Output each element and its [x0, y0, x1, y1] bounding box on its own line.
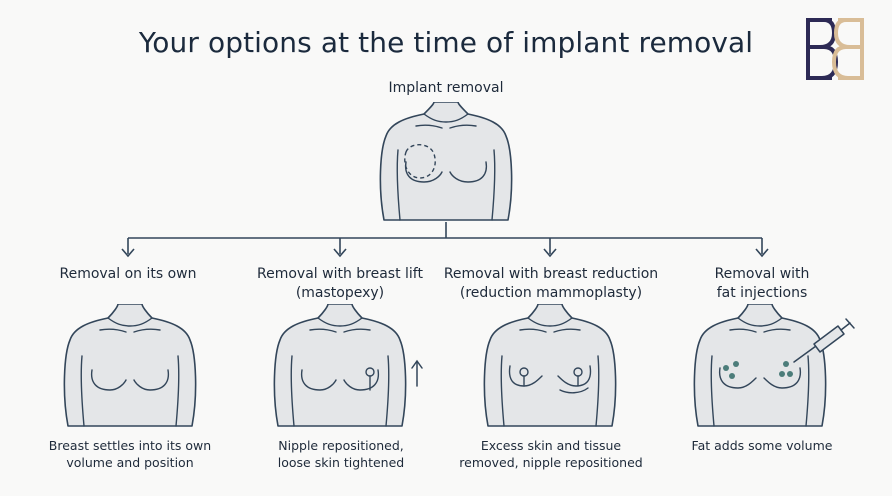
option-title-breast-lift: Removal with breast lift (mastopexy) [257, 266, 423, 301]
syringe-icon [793, 318, 855, 363]
option-caption-breast-lift: Nipple repositioned, loose skin tightene… [277, 438, 405, 470]
option-title-removal-alone: Removal on its own [59, 266, 197, 282]
brand-logo [806, 18, 864, 80]
torso-fat-injections [693, 304, 827, 427]
arrow-up-icon [411, 359, 423, 387]
option-caption-breast-reduction: Excess skin and tissue removed, nipple r… [459, 438, 643, 470]
torso-implant-removal [379, 102, 513, 221]
torso-breast-reduction [483, 304, 617, 427]
option-caption-fat-injections: Fat adds some volume [691, 438, 833, 453]
implant-outline-icon [404, 144, 436, 179]
option-title-fat-injections: Removal with fat injections [714, 266, 810, 301]
top-node-label: Implant removal [388, 80, 504, 96]
page-title: Your options at the time of implant remo… [138, 26, 754, 59]
option-title-breast-reduction: Removal with breast reduction (reduction… [443, 266, 659, 301]
option-caption-removal-alone: Breast settles into its own volume and p… [48, 438, 212, 470]
torso-breast-lift [273, 304, 407, 427]
torso-removal-alone [63, 304, 197, 427]
